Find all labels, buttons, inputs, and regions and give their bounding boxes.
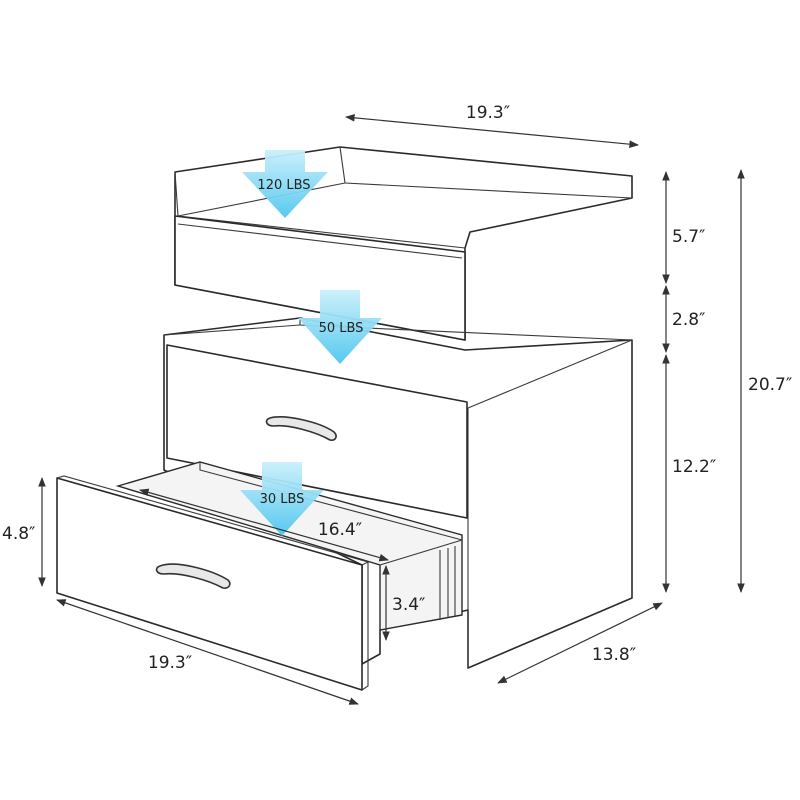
dim-drawer-inner-depth: 16.4″ (139, 488, 389, 562)
upper-drawer-handle (265, 416, 337, 441)
load-label-middle: 50 LBS (319, 321, 364, 336)
dim-body-height: 12.2″ (662, 354, 716, 593)
nightstand-drawing (56, 146, 633, 691)
upper-drawer (166, 344, 468, 519)
dim-top-width: 19.3″ (345, 103, 639, 148)
dim-drawer-front-height: 4.8″ (2, 477, 46, 587)
load-arrow-top: 120 LBS (242, 150, 328, 218)
load-label-drawer: 30 LBS (260, 492, 305, 507)
dim-gap-height-label: 2.8″ (672, 310, 705, 330)
dim-depth-label: 13.8″ (592, 645, 636, 665)
dim-drawer-inner-height: 3.4″ (382, 565, 425, 641)
load-arrow-middle: 50 LBS (298, 290, 382, 364)
dim-drawer-inner-depth-label: 16.4″ (318, 520, 362, 540)
bottom-drawer-handle (155, 563, 231, 589)
dim-drawer-front-height-label: 4.8″ (2, 524, 35, 544)
dim-top-section-height-label: 5.7″ (672, 227, 705, 247)
dim-body-height-label: 12.2″ (672, 457, 716, 477)
load-label-top: 120 LBS (257, 178, 310, 193)
top-tray (174, 146, 633, 341)
dim-bottom-width: 19.3″ (56, 599, 359, 705)
dim-drawer-inner-height-label: 3.4″ (392, 595, 425, 615)
dim-total-height: 20.7″ (737, 169, 792, 593)
dim-depth: 13.8″ (497, 602, 663, 684)
dim-top-section-height: 5.7″ (662, 171, 705, 284)
dim-bottom-width-label: 19.3″ (148, 653, 192, 673)
dim-gap-height: 2.8″ (662, 285, 705, 353)
load-arrow-middle-icon (298, 290, 382, 364)
dim-total-height-label: 20.7″ (748, 375, 792, 395)
load-arrow-top-icon (242, 150, 328, 218)
dim-top-width-label: 19.3″ (466, 103, 510, 123)
